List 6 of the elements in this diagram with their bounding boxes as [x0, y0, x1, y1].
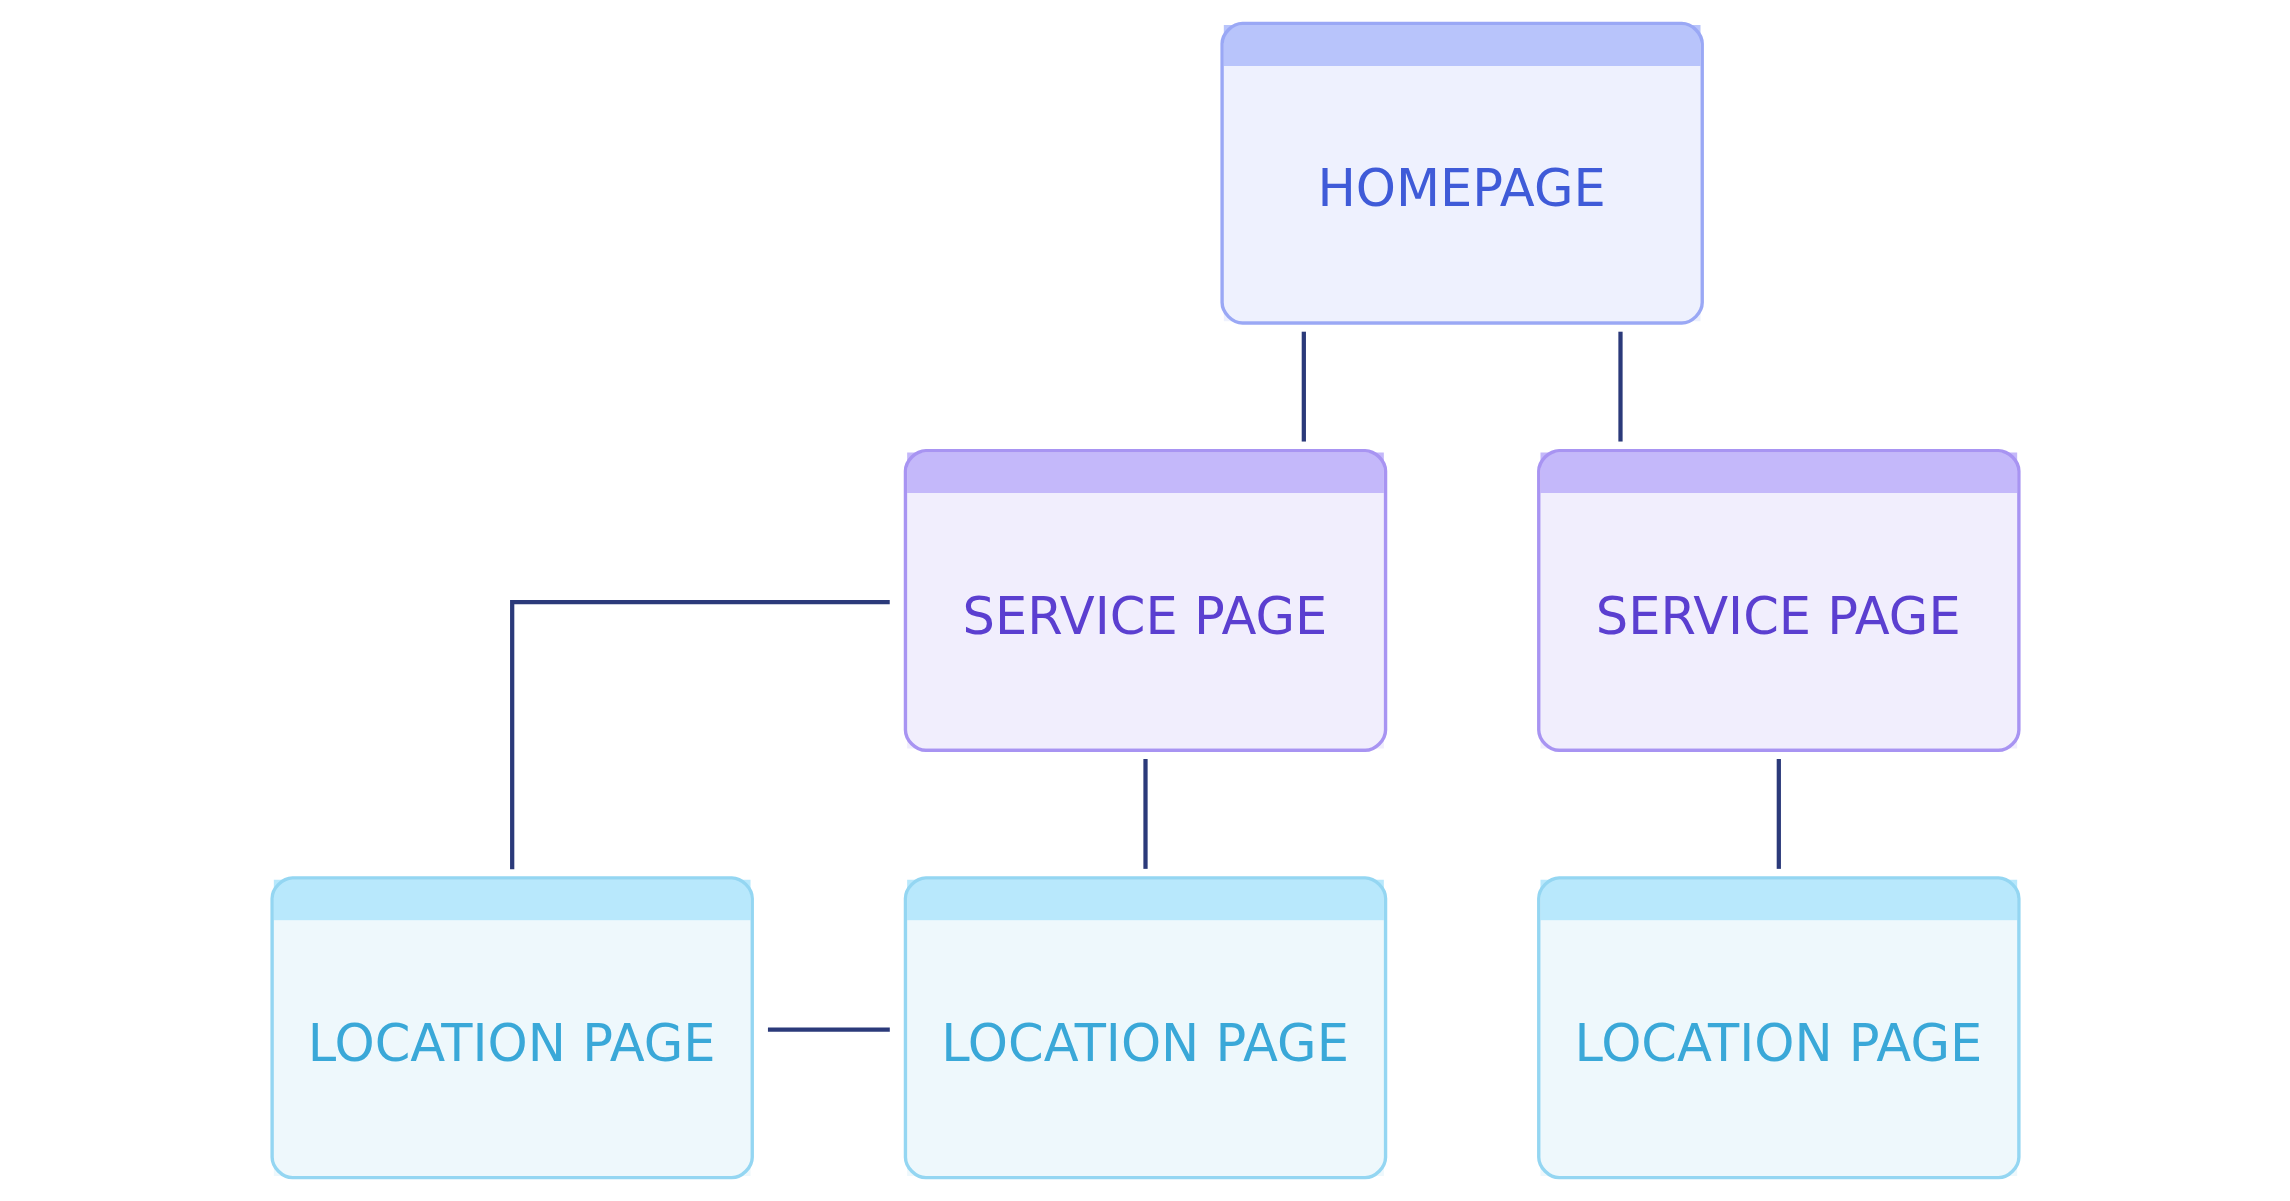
connector	[1301, 331, 1306, 442]
connector	[1617, 331, 1623, 442]
connector	[509, 600, 890, 870]
connector	[1776, 759, 1781, 869]
connector	[1142, 759, 1148, 869]
connector	[767, 1027, 890, 1032]
